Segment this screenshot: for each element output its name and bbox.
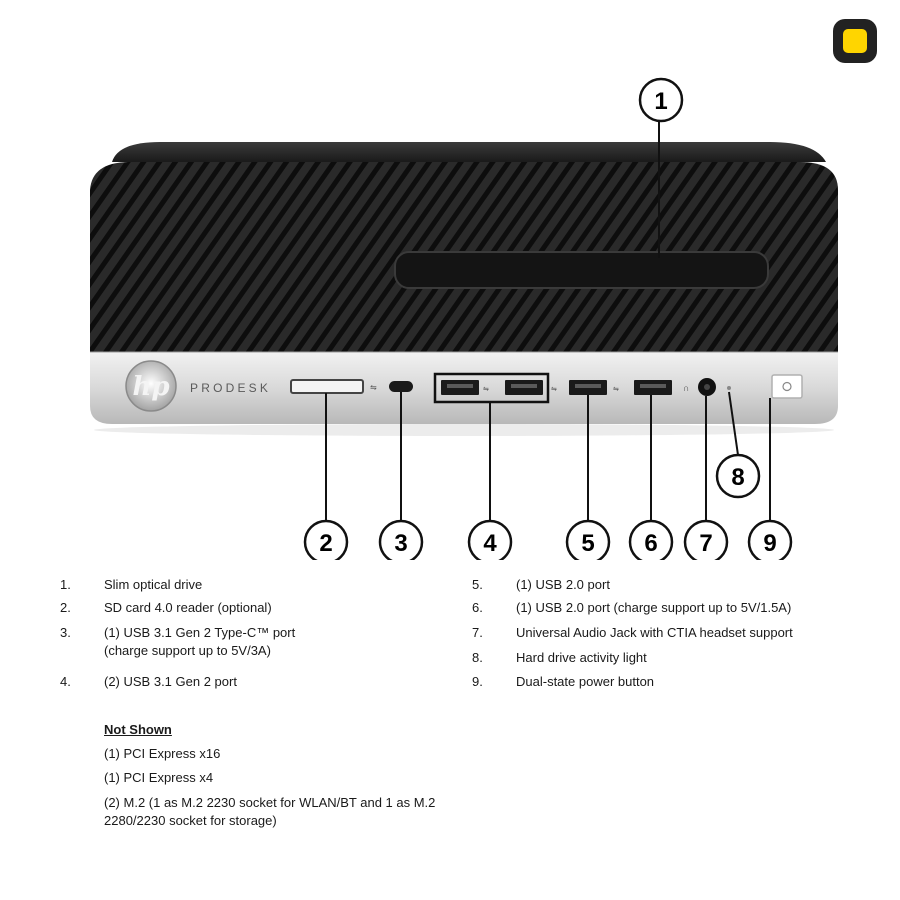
legend-text: (1) USB 2.0 port (charge support up to 5… — [516, 600, 792, 615]
legend-text: Dual-state power button — [516, 674, 655, 689]
legend-text: (1) USB 3.1 Gen 2 Type-C™ port (charge s… — [104, 625, 296, 658]
legend-number: 1. — [60, 577, 71, 592]
callout-8: 8 — [715, 453, 761, 499]
usb-symbol-icon: ⇋ — [370, 383, 377, 392]
legend-text: (1) USB 2.0 port — [516, 577, 610, 592]
legend-number: 3. — [60, 625, 71, 640]
legend-text: Slim optical drive — [104, 577, 203, 592]
svg-text:8: 8 — [731, 464, 744, 491]
not-shown-item: (2) M.2 (1 as M.2 2230 socket for WLAN/B… — [104, 795, 436, 828]
optical-drive-slot — [394, 251, 769, 289]
model-name: PRODESK — [190, 381, 271, 395]
legend-text: (2) USB 3.1 Gen 2 port — [104, 674, 237, 689]
usb-charge-icon: ⇋ — [613, 386, 619, 393]
callout-markers: 1 2 3 4 5 6 7 8 9 — [303, 77, 793, 560]
callout-5: 5 — [565, 519, 611, 560]
callout-2: 2 — [303, 519, 349, 560]
callout-6: 6 — [628, 519, 674, 560]
usb-ss-icon: ⇋ — [483, 386, 489, 393]
svg-text:7: 7 — [699, 530, 712, 557]
legend-number: 2. — [60, 600, 71, 615]
svg-text:5: 5 — [581, 530, 594, 557]
legend-text: Hard drive activity light — [516, 650, 647, 665]
corner-logo-icon — [833, 19, 877, 63]
legend-number: 7. — [472, 625, 483, 640]
hp-logo-text: hp — [132, 372, 169, 402]
callout-1: 1 — [638, 77, 684, 123]
legend-number: 5. — [472, 577, 483, 592]
svg-text:9: 9 — [763, 530, 776, 557]
legend-number: 4. — [60, 674, 71, 689]
usb-pair-outline — [433, 372, 550, 404]
power-button — [771, 374, 803, 399]
hp-logo-icon — [125, 360, 177, 412]
callout-7: 7 — [683, 519, 729, 560]
hdd-activity-light — [727, 386, 731, 390]
computer-front-diagram: hp PRODESK ⇋ ⇋ ⇋ ⇋ ∩ 1 2 3 4 — [90, 77, 838, 560]
callout-3: 3 — [378, 519, 424, 560]
not-shown-heading: Not Shown — [104, 722, 172, 737]
svg-text:1: 1 — [654, 88, 667, 115]
chassis-top — [112, 142, 826, 162]
svg-text:3: 3 — [394, 530, 407, 557]
legend-text: Universal Audio Jack with CTIA headset s… — [516, 625, 793, 640]
svg-text:6: 6 — [644, 530, 657, 557]
pc-front-panel-illustration: hp PRODESK ⇋ ⇋ ⇋ ⇋ ∩ 1 2 3 4 — [90, 77, 838, 560]
svg-text:4: 4 — [483, 530, 497, 557]
sd-card-slot — [290, 379, 364, 394]
legend-number: 8. — [472, 650, 483, 665]
callout-9: 9 — [747, 519, 793, 560]
legend-text: SD card 4.0 reader (optional) — [104, 600, 272, 615]
headset-icon: ∩ — [683, 383, 689, 393]
svg-text:2: 2 — [319, 530, 332, 557]
not-shown-item: (1) PCI Express x4 — [104, 770, 214, 785]
power-icon — [782, 381, 792, 392]
usb-icon: ⇋ — [551, 386, 557, 393]
legend-number: 9. — [472, 674, 483, 689]
callout-4: 4 — [467, 519, 513, 560]
usb-c-port — [389, 381, 413, 392]
legend-number: 6. — [472, 600, 483, 615]
not-shown-item: (1) PCI Express x16 — [104, 746, 221, 761]
leader-lines — [325, 120, 771, 522]
